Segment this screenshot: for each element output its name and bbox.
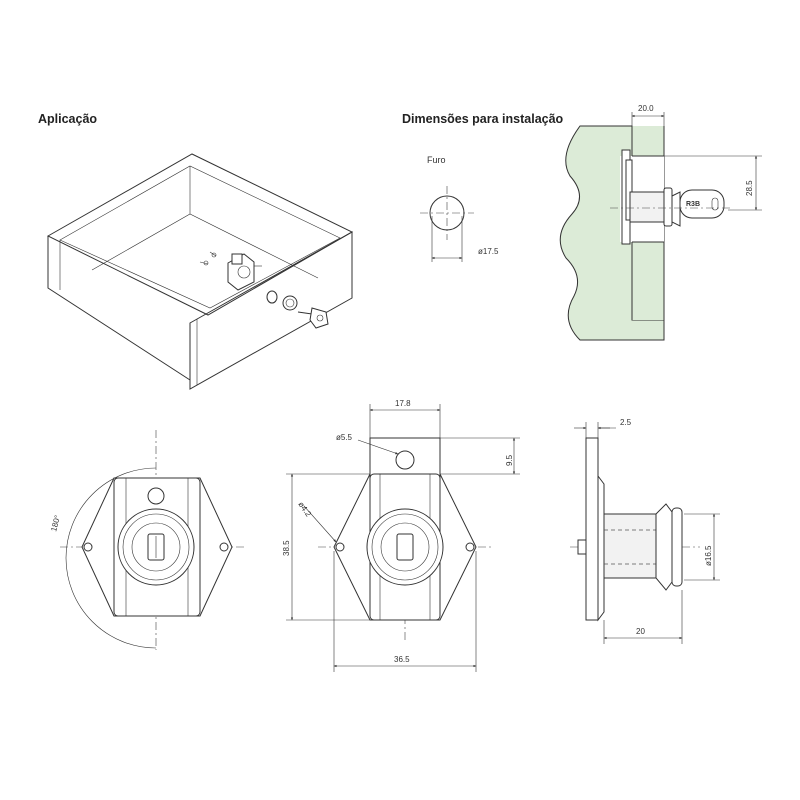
drawer-hole xyxy=(266,290,278,304)
hole-label: Furo xyxy=(427,155,446,165)
mount-hole-label: ø4.2 xyxy=(296,500,313,519)
lock-cylinder xyxy=(629,191,665,223)
base-width-label: 36.5 xyxy=(394,655,410,664)
heading-install: Dimensões para instalação xyxy=(402,112,564,126)
front-view-dimensioned: 17.8 ø5.5 9.5 ø4.2 38.5 36.5 xyxy=(282,399,520,672)
lock-inside-drawer xyxy=(199,251,262,291)
lock-face xyxy=(663,187,673,227)
key-text: R3B xyxy=(686,201,700,208)
hole-detail: Furo ø17.5 xyxy=(420,155,499,262)
body-height-label: 38.5 xyxy=(282,540,291,556)
screw-hole-label: ø5.5 xyxy=(336,433,353,442)
key-side-view: R3B xyxy=(679,189,725,219)
side-width-label: 20.0 xyxy=(638,104,654,113)
top-width-label: 17.8 xyxy=(395,399,411,408)
side-height-label: 28.5 xyxy=(745,180,754,196)
drawer-panel-section xyxy=(559,125,665,341)
key-with-ring xyxy=(282,295,329,329)
installation-section: R3B 20.0 28.5 xyxy=(559,104,762,341)
heading-application: Aplicação xyxy=(38,112,98,126)
cylinder-diameter-label: ø16.5 xyxy=(704,545,713,566)
drawer-illustration xyxy=(46,153,354,390)
hole-diameter-label: ø17.5 xyxy=(478,247,499,256)
side-view: 2.5 ø16.5 20 xyxy=(570,418,720,644)
cylinder-length-label: 20 xyxy=(636,627,645,636)
rotation-label: 180° xyxy=(49,514,62,532)
plate-thickness-label: 2.5 xyxy=(620,418,632,427)
front-view-rotation: 180° xyxy=(49,430,244,650)
top-offset-label: 9.5 xyxy=(505,454,514,466)
